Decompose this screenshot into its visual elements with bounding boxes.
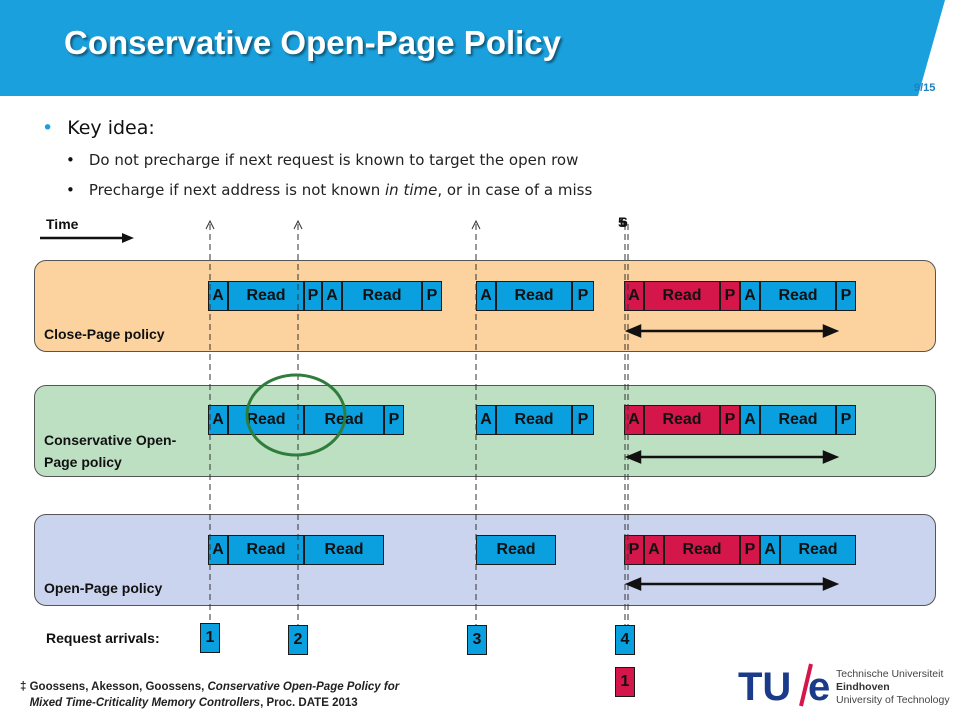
footnote-citation: ‡ Goossens, Akesson, Goossens, Conservat… [20, 681, 400, 709]
page-number: 9/15 [914, 82, 936, 94]
activate-cell: A [740, 281, 760, 311]
time-arrow-icon [40, 233, 134, 243]
activate-cell: A [208, 281, 228, 311]
close-page-policy-label: Close-Page policy [44, 326, 165, 342]
read-cell: Read [760, 281, 836, 311]
svg-text:e: e [808, 665, 830, 708]
svg-text:TU: TU [738, 665, 791, 708]
bullet-key-idea: •Key idea: [42, 117, 155, 139]
read-cell: Read [342, 281, 422, 311]
precharge-cell: P [384, 405, 404, 435]
arrival-1: 1 [200, 623, 220, 653]
arrival-4: 4 [615, 625, 635, 655]
marker-5-label: 5 [618, 214, 626, 230]
activate-cell: A [760, 535, 780, 565]
read-cell: Read [496, 405, 572, 435]
header-band [0, 0, 945, 96]
conservative-policy-label-line2: Page policy [44, 454, 122, 470]
bullet-precharge: •Precharge if next address is not known … [66, 181, 593, 199]
precharge-cell: P [836, 405, 856, 435]
precharge-cell: P [836, 281, 856, 311]
precharge-cell: P [572, 281, 594, 311]
time-label: Time [46, 216, 79, 232]
bullet-dot-icon: • [42, 117, 54, 139]
bullet-dot-icon: • [66, 181, 75, 199]
precharge-cell: P [422, 281, 442, 311]
read-cell: Read [780, 535, 856, 565]
precharge-cell: P [720, 281, 740, 311]
read-cell: Read [644, 281, 720, 311]
read-cell: Read [664, 535, 740, 565]
conservative-policy-label-line1: Conservative Open- [44, 432, 177, 448]
precharge-cell: P [740, 535, 760, 565]
activate-cell: A [740, 405, 760, 435]
activate-cell: A [208, 405, 228, 435]
read-cell: Read [228, 281, 304, 311]
open-page-policy-label: Open-Page policy [44, 580, 163, 596]
university-name: Technische Universiteit Eindhoven Univer… [836, 668, 950, 706]
read-cell: Read [228, 405, 304, 435]
read-cell: Read [760, 405, 836, 435]
activate-cell: A [644, 535, 664, 565]
activate-cell: A [208, 535, 228, 565]
bullet-no-precharge: •Do not precharge if next request is kno… [66, 151, 579, 169]
arrival-extra: 1 [615, 667, 635, 697]
arrival-2: 2 [288, 625, 308, 655]
activate-cell: A [476, 281, 496, 311]
read-cell: Read [644, 405, 720, 435]
precharge-cell: P [572, 405, 594, 435]
marker-6-label: 6 [620, 214, 628, 230]
precharge-cell: P [720, 405, 740, 435]
request-arrivals-label: Request arrivals: [46, 630, 160, 646]
highlight-circle [245, 373, 347, 457]
tue-logo: TU e [738, 663, 830, 708]
slide-title: Conservative Open-Page Policy [64, 24, 562, 61]
bullet-dot-icon: • [66, 151, 75, 169]
read-cell: Read [496, 281, 572, 311]
read-cell: Read [304, 535, 384, 565]
arrival-3: 3 [467, 625, 487, 655]
read-cell: Read [476, 535, 556, 565]
precharge-cell: P [304, 281, 322, 311]
read-cell: Read [228, 535, 304, 565]
activate-cell: A [322, 281, 342, 311]
